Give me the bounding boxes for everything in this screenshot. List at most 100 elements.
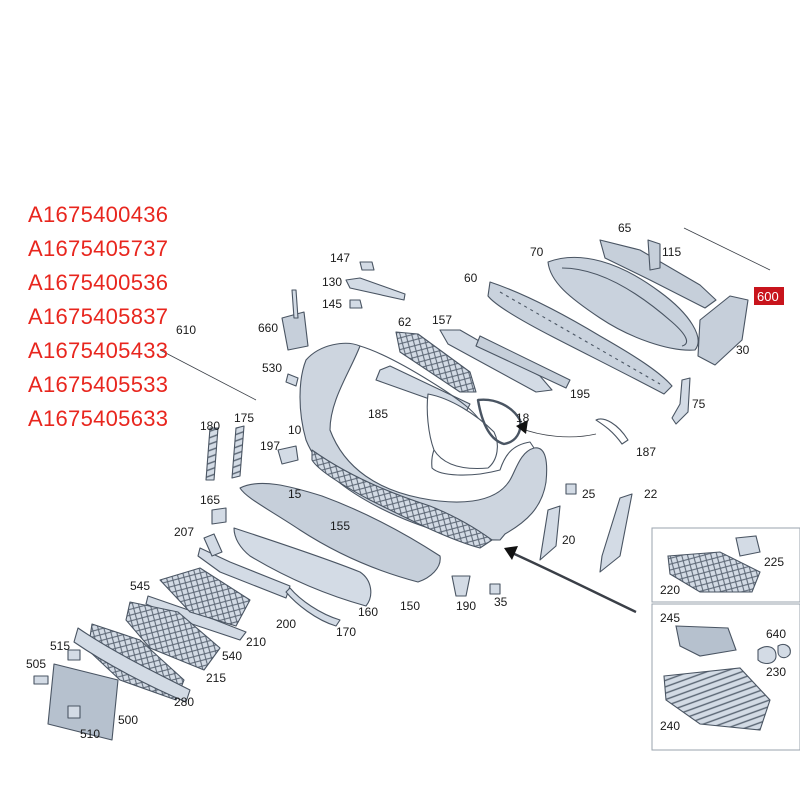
- lower-grille-opening: [311, 449, 493, 549]
- callout-200: 200: [276, 617, 296, 631]
- frame-245: [675, 625, 737, 657]
- callout-197: 197: [260, 439, 280, 453]
- part-number-6: A1675405533: [28, 372, 169, 397]
- clip-25: [565, 483, 577, 495]
- callout-65: 65: [618, 221, 632, 235]
- clip-530: [285, 373, 299, 387]
- callout-150: 150: [400, 599, 420, 613]
- grille-62: [395, 331, 477, 393]
- strip-130: [345, 277, 406, 301]
- callout-165: 165: [200, 493, 220, 507]
- crossmember-70: [547, 256, 699, 351]
- callout-170: 170: [336, 625, 356, 639]
- callout-210: 210: [246, 635, 266, 649]
- pointer-arrow-20: [509, 550, 637, 614]
- trim-22: [599, 493, 633, 573]
- clip-230: [777, 643, 791, 659]
- clip-207: [203, 533, 223, 557]
- grille-545: [159, 567, 251, 627]
- clip-147: [359, 261, 375, 271]
- clip-145: [349, 299, 363, 309]
- clip-197: [277, 445, 299, 465]
- callout-500: 500: [118, 713, 138, 727]
- crossmember-70-inner: [561, 267, 688, 347]
- callout-280: 280: [174, 695, 194, 709]
- strip-170: [285, 587, 341, 627]
- callout-610: 610: [176, 323, 196, 337]
- clip-515: [67, 649, 81, 661]
- dash-line-610: [159, 349, 257, 401]
- callout-660: 660: [258, 321, 278, 335]
- part-number-1: A1675400436: [28, 202, 169, 227]
- callout-195: 195: [570, 387, 590, 401]
- callout-245: 245: [660, 611, 680, 625]
- bracket-75: [671, 377, 691, 425]
- callout-600: 600: [757, 289, 779, 304]
- callout-25: 25: [582, 487, 596, 501]
- part-number-7: A1675405633: [28, 406, 169, 431]
- arrowhead-18: [516, 420, 528, 434]
- part-number-3: A1675400536: [28, 270, 169, 295]
- arrowhead-20: [504, 546, 518, 560]
- callout-515: 515: [50, 639, 70, 653]
- callout-640: 640: [766, 627, 786, 641]
- callout-35: 35: [494, 595, 508, 609]
- callout-60: 60: [464, 271, 478, 285]
- grille-540: [125, 601, 221, 671]
- trim-200: [197, 547, 291, 599]
- rod-660: [291, 289, 299, 319]
- callout-175: 175: [234, 411, 254, 425]
- callout-240: 240: [660, 719, 680, 733]
- callout-115: 115: [662, 245, 681, 259]
- clip-640: [757, 646, 777, 665]
- callout-62: 62: [398, 315, 412, 329]
- clip-35: [489, 583, 501, 595]
- callout-510: 510: [80, 727, 100, 741]
- callout-30: 30: [736, 343, 750, 357]
- callout-160: 160: [358, 605, 378, 619]
- callout-185: 185: [368, 407, 388, 421]
- clip-165: [211, 507, 227, 525]
- dash-line-600: [683, 227, 771, 271]
- pointer-arrow-18: [519, 427, 597, 438]
- callout-20: 20: [562, 533, 576, 547]
- spoiler-150: [239, 482, 441, 583]
- strip-175: [231, 425, 245, 479]
- bolt-505: [33, 675, 49, 685]
- seal-187: [595, 418, 629, 445]
- callout-505: 505: [26, 657, 46, 671]
- grille-180: [205, 427, 219, 481]
- callout-22: 22: [644, 487, 658, 501]
- callout-130: 130: [322, 275, 342, 289]
- callout-10: 10: [288, 423, 302, 437]
- spoiler-160: [233, 527, 372, 607]
- callout-75: 75: [692, 397, 706, 411]
- callout-540: 540: [222, 649, 242, 663]
- callout-157: 157: [432, 313, 452, 327]
- callout-190: 190: [456, 599, 476, 613]
- callout-145: 145: [322, 297, 342, 311]
- callout-230: 230: [766, 665, 786, 679]
- part-number-5: A1675405433: [28, 338, 169, 363]
- callout-180: 180: [200, 419, 220, 433]
- callout-147: 147: [330, 251, 350, 265]
- callout-215: 215: [206, 671, 226, 685]
- clip-510: [67, 705, 81, 719]
- part-number-4: A1675405837: [28, 304, 169, 329]
- callout-18: 18: [516, 411, 530, 425]
- callout-70: 70: [530, 245, 544, 259]
- highlight-badge-600: [754, 287, 784, 305]
- callout-207: 207: [174, 525, 194, 539]
- trim-157: [439, 329, 553, 393]
- callout-530: 530: [262, 361, 282, 375]
- headlamp-opening: [426, 393, 498, 470]
- bracket-115: [647, 239, 661, 271]
- callout-15: 15: [288, 487, 302, 501]
- spoiler-280: [73, 627, 191, 703]
- detail-frame-bottom: [651, 603, 800, 751]
- callout-225: 225: [764, 555, 784, 569]
- bracket-190: [451, 575, 471, 597]
- clip-225: [735, 535, 761, 557]
- beam-60-ribs: [499, 291, 661, 385]
